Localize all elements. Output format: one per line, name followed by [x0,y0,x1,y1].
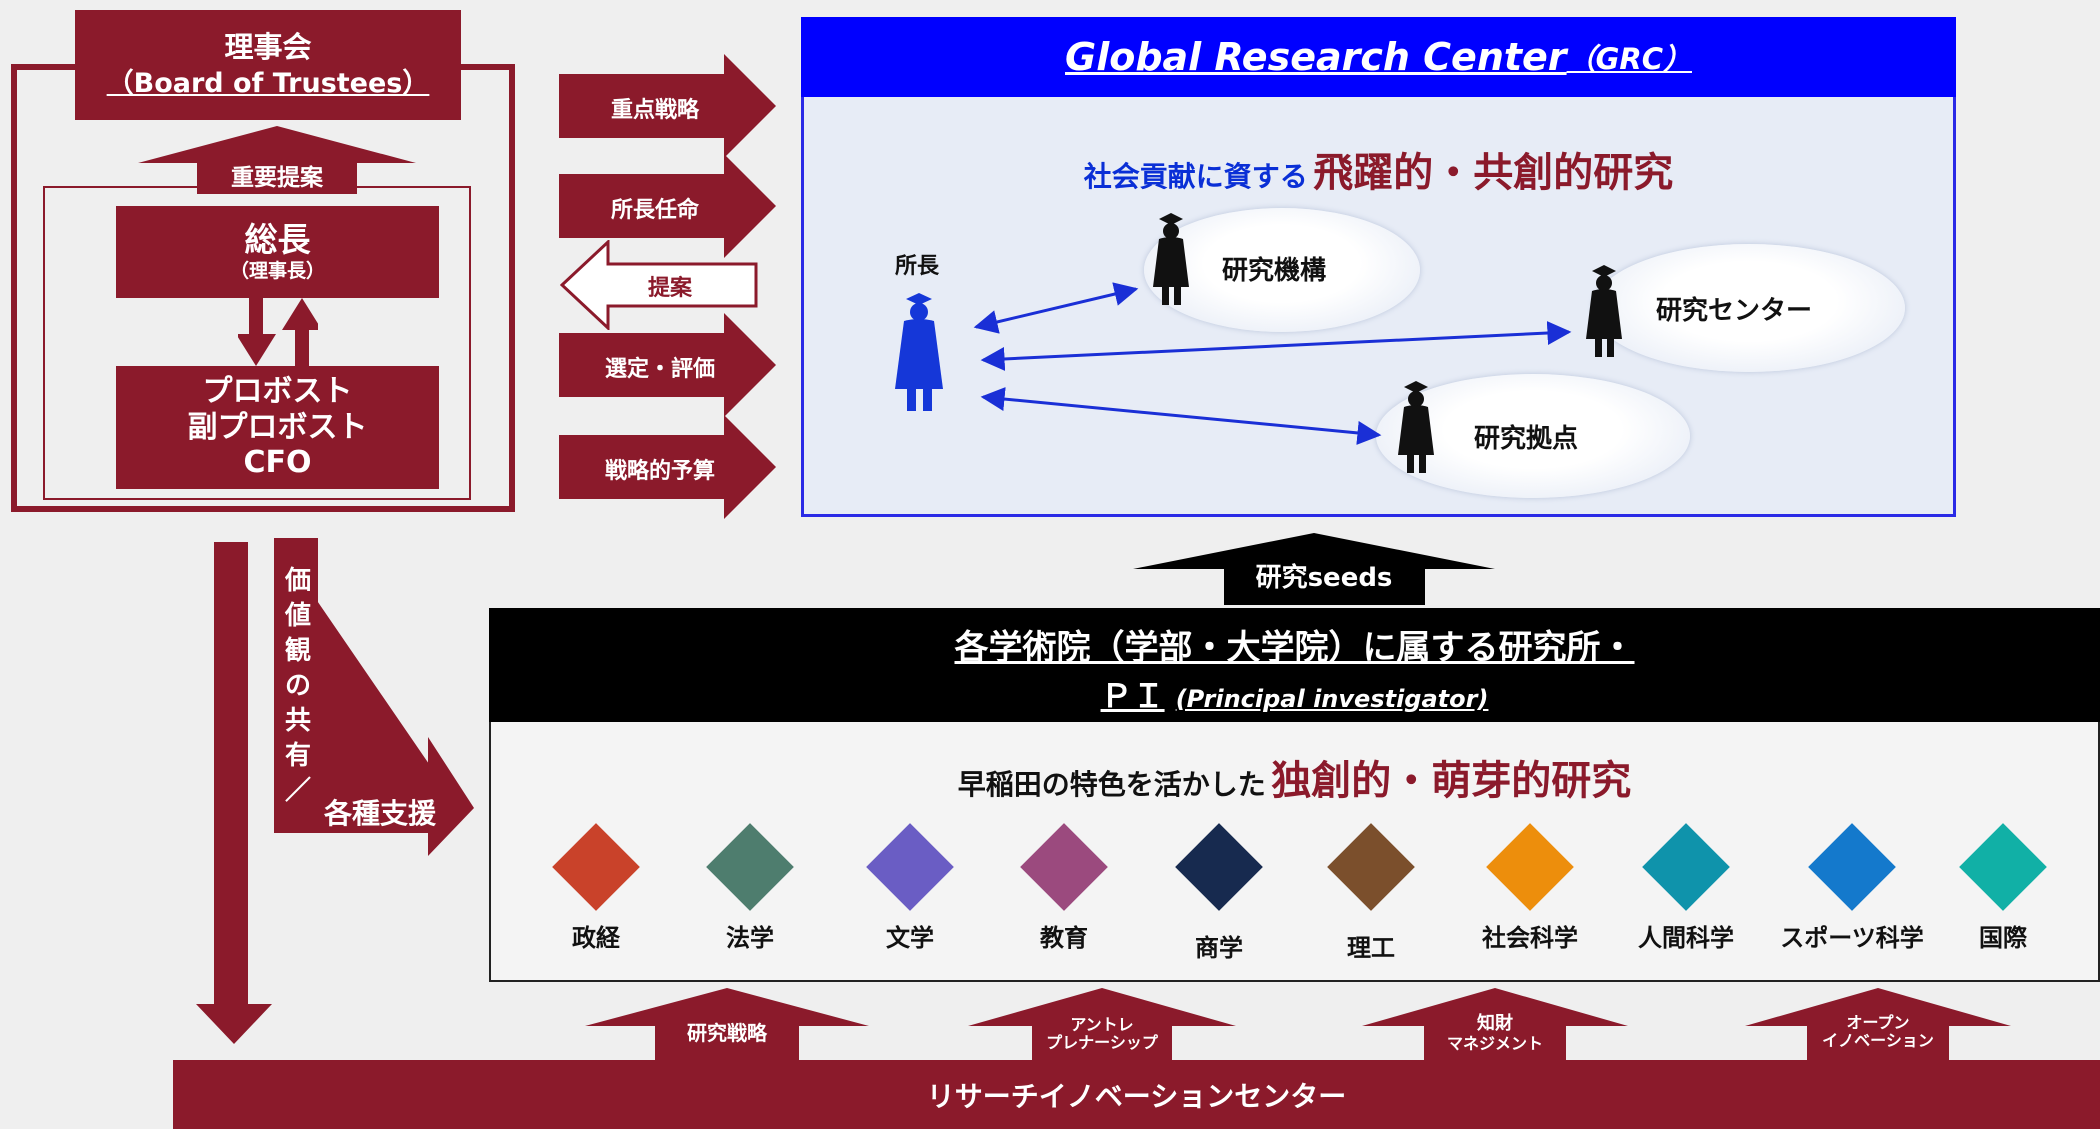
institutes-tagline-black: 早稲田の特色を活かした [957,768,1266,801]
institutes-title-pi: ＰＩ [1100,677,1165,715]
vt-char: ／ [284,776,311,806]
grc-tagline-red: 飛躍的・共創的研究 [1313,150,1674,196]
institutes-tagline-red: 独創的・萌芽的研究 [1271,758,1632,804]
grc-header: Global Research Center （GRC） [801,17,1956,97]
director-appointment-arrow [559,154,776,258]
vt-char: 価 [284,566,311,596]
graduate-icon-center [1586,265,1622,357]
field-label: 文学 [886,924,934,952]
field-label: 理工 [1347,934,1395,962]
research-strategy-arrow [585,988,869,1060]
provost-line2: 副プロボスト [187,409,368,445]
field-label: 教育 [1040,924,1088,952]
grc-title-abbr: （GRC） [1566,42,1692,76]
vt-char: 観 [284,636,311,666]
provost-box: プロボスト 副プロボスト CFO [116,366,439,489]
strategic-budget-label: 戦略的予算 [604,459,715,484]
president-box: 総長 （理事長） [116,206,439,298]
open-innovation-line2: イノベーション [1822,1031,1934,1051]
institutes-tagline: 早稲田の特色を活かした 独創的・萌芽的研究 [489,748,2100,806]
president-subtitle: （理事長） [229,260,325,283]
institutes-title-line1: 各学術院（学部・大学院）に属する研究所・ [954,628,1635,668]
down-up-arrows [238,298,318,366]
field-label: 人間科学 [1638,924,1734,952]
field-label: 政経 [572,924,620,952]
entrepreneurship-line1: アントレ [1070,1015,1134,1034]
board-of-trustees-box: 理事会 （Board of Trustees） [75,10,461,120]
board-title: 理事会 [224,29,312,64]
support-label: 各種支援 [324,797,437,830]
grc-title: Global Research Center [1065,35,1567,79]
key-strategy-arrow [559,54,776,158]
link-to-hub [980,387,1382,445]
vt-char: の [284,671,311,701]
field-label: 国際 [1979,924,2027,952]
vt-char: 有 [284,741,311,771]
node-label-hub: 研究拠点 [1474,424,1579,454]
proposal-left-arrow [560,240,758,330]
open-innovation-line1: オープン [1846,1013,1910,1032]
ip-management-label: 知財 マネジメント [1424,1013,1566,1053]
field-label: 社会科学 [1482,924,1578,952]
ip-management-line1: 知財 [1477,1013,1513,1034]
ip-management-line2: マネジメント [1446,1033,1543,1053]
link-to-center [980,321,1572,371]
entrepreneurship-arrow [968,988,1236,1060]
graduate-icon-organization [1153,213,1189,305]
field-label: 法学 [726,924,774,952]
director-appointment-label: 所長任命 [610,198,699,223]
institutes-title-pi-sub: (Principal investigator) [1175,685,1489,713]
director-label: 所長 [895,254,940,279]
research-seeds-label: 研究seeds [1255,563,1393,593]
provost-line3: CFO [243,445,312,481]
ip-management-arrow [1362,988,1628,1060]
proposal-left-label: 提案 [647,276,692,301]
grc-diagram-figures [895,213,1622,473]
grc-tagline-blue: 社会貢献に資する [1083,160,1308,193]
board-subtitle: （Board of Trustees） [106,68,430,100]
strategic-budget-arrow [559,415,776,519]
grc-tagline: 社会貢献に資する 飛躍的・共創的研究 [801,140,1956,198]
selection-evaluation-arrow [559,313,776,417]
institutes-header: 各学術院（学部・大学院）に属する研究所・ ＰＩ (Principal inves… [489,608,2100,722]
research-innovation-center-label: リサーチイノベーションセンター [926,1079,1347,1113]
field-label: 商学 [1195,934,1243,962]
key-strategy-label: 重点戦略 [610,98,699,123]
research-innovation-center-bar: リサーチイノベーションセンター [173,1060,2100,1129]
vt-char: 値 [284,601,311,631]
graduate-icon-hub [1398,381,1434,473]
open-innovation-label: オープン イノベーション [1807,1013,1949,1051]
selection-evaluation-label: 選定・評価 [604,357,715,382]
bubble-research-center [1593,244,1905,372]
important-proposal-label: 重要提案 [231,165,323,191]
provost-line1: プロボスト [202,374,353,410]
research-seeds-arrow [1133,533,1495,605]
entrepreneurship-label: アントレ プレナーシップ [1032,1015,1172,1053]
open-innovation-arrow [1745,988,2011,1060]
node-label-center: 研究センター [1656,296,1813,326]
entrepreneurship-line2: プレナーシップ [1046,1033,1158,1053]
important-proposal-arrow [138,126,416,194]
vt-char: 共 [284,706,311,736]
support-l-arrow [274,538,474,856]
node-label-organization: 研究機構 [1222,256,1327,286]
research-strategy-label: 研究戦略 [687,1021,767,1045]
president-title: 総長 [244,219,311,259]
director-figure-icon [895,293,943,411]
values-sharing-vertical-text: 価 値 観 の 共 有 ／ [278,564,318,809]
field-label: スポーツ科学 [1780,924,1924,952]
link-to-organization [973,282,1139,334]
long-down-arrow [196,542,272,1044]
bubble-research-organization [1144,208,1420,332]
